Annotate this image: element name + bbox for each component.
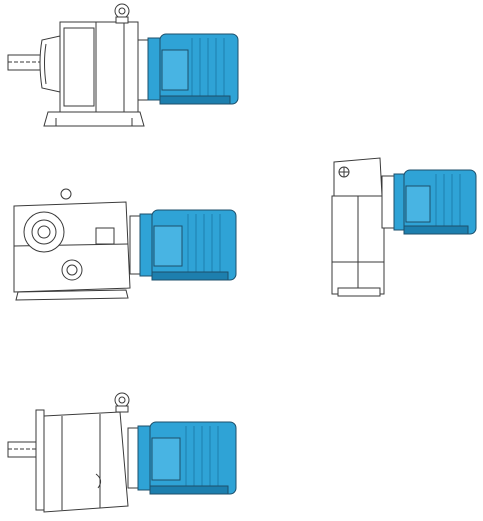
gearmotor-helical-inline <box>0 0 250 135</box>
gearmotor-icon <box>7 392 237 513</box>
gearmotor-parallel-shaft <box>318 152 483 302</box>
gearmotor-flange-mounted <box>0 388 250 521</box>
gearmotor-helical-bevel <box>0 188 250 308</box>
gearmotor-icon <box>13 188 237 301</box>
gearmotor-icon <box>7 3 239 127</box>
gearmotor-icon <box>331 157 477 297</box>
